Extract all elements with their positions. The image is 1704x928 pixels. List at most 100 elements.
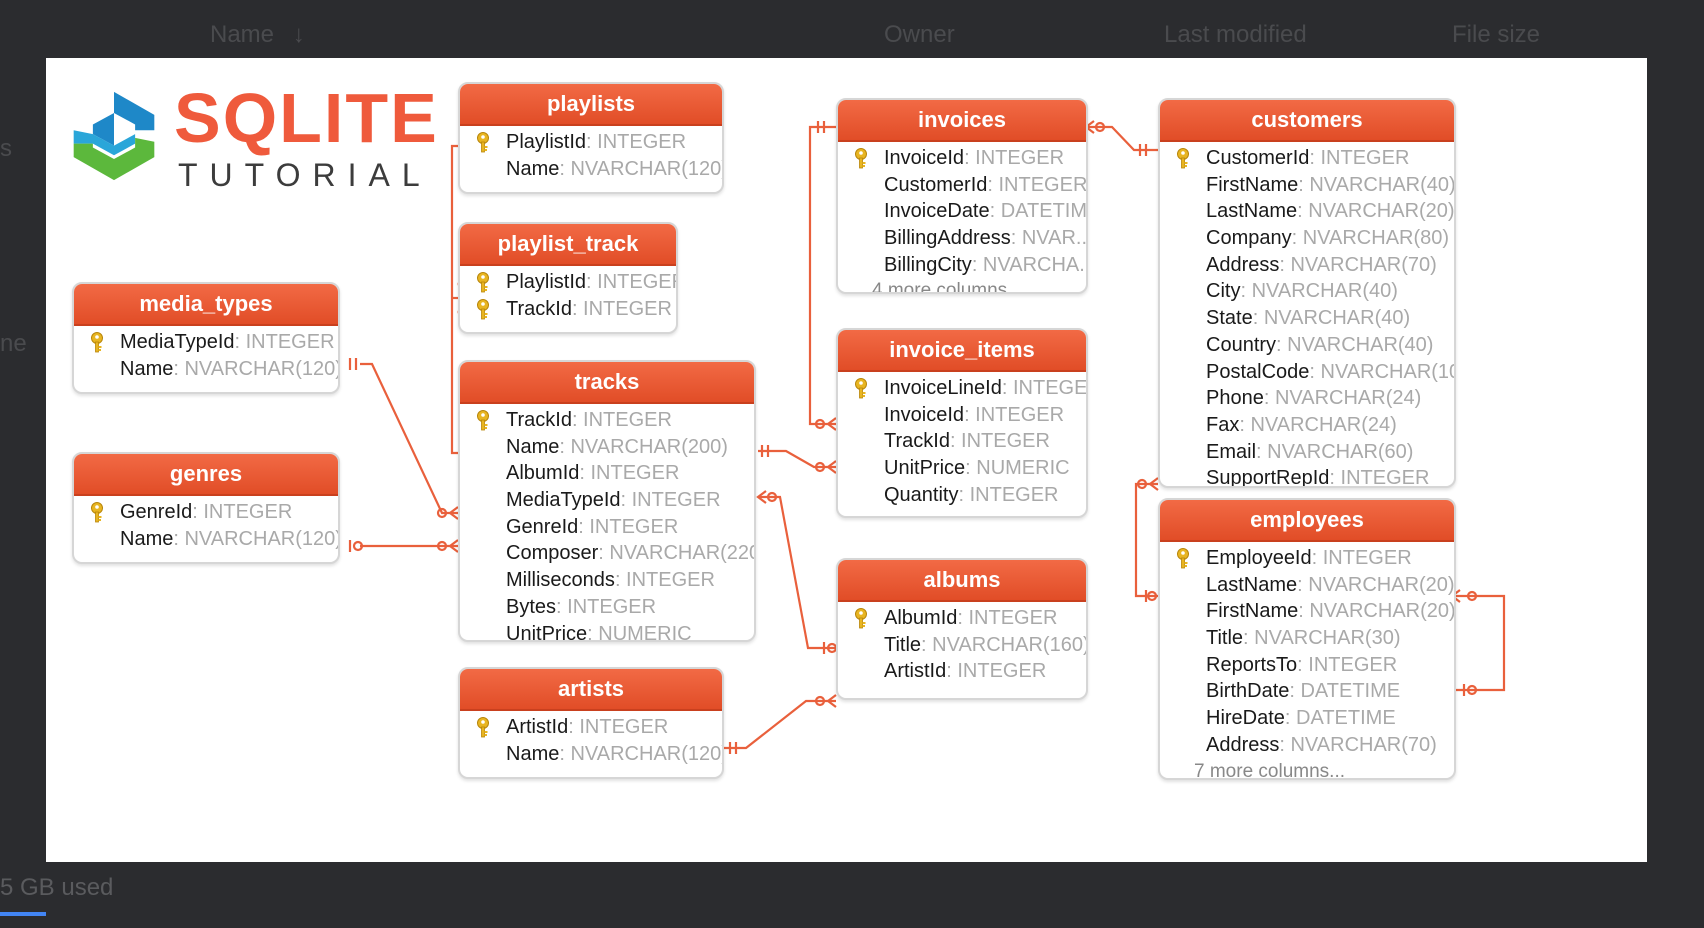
relation-line [1134, 482, 1158, 598]
primary-key-icon [855, 378, 867, 399]
column-name: InvoiceDate [884, 200, 990, 223]
column-row: ArtistId: INTEGER [838, 658, 1086, 685]
column-row: InvoiceDate: DATETIME [838, 198, 1086, 225]
column-name: BillingCity [884, 253, 972, 276]
more-columns-link[interactable]: 7 more columns... [1194, 760, 1345, 780]
column-last-modified-header[interactable]: Last modified [1164, 21, 1307, 48]
relation-line [1138, 144, 1148, 156]
column-row: FirstName: NVARCHAR(40) [1160, 172, 1454, 199]
column-type: : DATETIME [1284, 707, 1396, 730]
column-row: GenreId: INTEGER [74, 499, 338, 526]
column-name: GenreId [506, 515, 579, 538]
relation-line [1094, 121, 1106, 133]
column-type: : NVARCHAR(24) [1239, 413, 1397, 436]
table-title: invoice_items [838, 330, 1086, 372]
column-file-size-header[interactable]: File size [1452, 21, 1541, 48]
table-title: employees [1160, 500, 1454, 542]
column-type: : DATETIME [1289, 680, 1401, 703]
logo-subtitle: TUTORIAL [178, 157, 432, 193]
column-row: ReportsTo: INTEGER [1160, 652, 1454, 679]
column-row: Title: NVARCHAR(160) [838, 632, 1086, 659]
column-name-header[interactable]: Name ↓ [210, 21, 305, 48]
column-name: Milliseconds [506, 569, 615, 592]
column-name: PlaylistId [506, 271, 587, 293]
logo-title: SQLITE [174, 79, 439, 157]
column-name: Name [120, 357, 174, 380]
column-name: Phone [1206, 387, 1264, 410]
column-row: Milliseconds: INTEGER [460, 567, 754, 594]
file-list-header: Name ↓ Owner Last modified File size [0, 0, 1704, 70]
primary-key-icon [477, 410, 489, 431]
table-title: albums [838, 560, 1086, 602]
column-row: SupportRepId: INTEGER [1160, 465, 1454, 488]
column-name: InvoiceId [884, 403, 965, 426]
storage-used-label: 5 GB used [0, 874, 114, 901]
column-name: Composer [506, 542, 599, 565]
column-type: : INTEGER [620, 489, 721, 512]
column-row: EmployeeId: INTEGER [1160, 545, 1454, 572]
column-type: : NVARCHAR(120) [173, 357, 340, 380]
column-row: Company: NVARCHAR(80) [1160, 225, 1454, 252]
relation-line [814, 418, 826, 430]
more-columns-link[interactable]: 4 more columns... [872, 280, 1023, 294]
column-type: : INTEGER [586, 131, 687, 153]
column-type: : INTEGER [1311, 547, 1412, 569]
relation-line [816, 121, 826, 133]
column-type: : INTEGER [987, 173, 1088, 196]
column-type: : INTEGER [957, 607, 1058, 629]
column-name: Name [506, 742, 560, 765]
column-row: Name: NVARCHAR(120) [460, 156, 722, 183]
column-type: : INTEGER [556, 595, 657, 618]
column-list: CustomerId : INTEGER FirstName: NVARCHAR(4… [1160, 142, 1454, 488]
column-row: Name: NVARCHAR(120) [74, 526, 338, 553]
column-type: : NVAR... [1010, 227, 1088, 250]
column-name: GenreId [120, 501, 193, 523]
table-title: genres [74, 454, 338, 496]
column-name: CustomerId [1206, 147, 1310, 169]
column-type: : INTEGER [571, 297, 672, 320]
column-type: : NVARCHAR(120) [559, 742, 724, 765]
relation-line [760, 445, 770, 457]
column-owner-header[interactable]: Owner [884, 21, 955, 48]
arrow-down-icon: ↓ [292, 21, 305, 48]
column-type: : INTEGER [579, 462, 680, 485]
column-row: Address: NVARCHAR(70) [1160, 252, 1454, 279]
column-type: : NVARCHAR(220) [598, 542, 756, 565]
column-type: : INTEGER [578, 515, 679, 538]
relation-line [826, 417, 837, 431]
column-type: : NVARCHAR(20) [1298, 600, 1456, 623]
column-row: Title: NVARCHAR(30) [1160, 625, 1454, 652]
column-name: LastName [1206, 573, 1298, 596]
table-title: customers [1160, 100, 1454, 142]
column-name: ArtistId [506, 716, 569, 738]
primary-key-icon [91, 332, 103, 353]
column-row: BillingAddress: NVAR... [838, 225, 1086, 252]
primary-key-icon [91, 502, 103, 523]
column-row: Email: NVARCHAR(60) [1160, 439, 1454, 466]
column-type: : NVARCHAR(160) [921, 633, 1088, 656]
sqlite-tutorial-logo: SQLITE TUTORIAL [66, 80, 437, 192]
column-name: ArtistId [884, 660, 947, 683]
column-row: Country: NVARCHAR(40) [1160, 332, 1454, 359]
relation-line [826, 460, 837, 474]
storage-progress-bar [0, 912, 46, 916]
relation-line [1466, 590, 1478, 602]
column-type: : INTEGER [1297, 653, 1398, 676]
column-name: Name [506, 435, 560, 458]
column-row: Phone: NVARCHAR(24) [1160, 385, 1454, 412]
column-type: : INTEGER [1329, 467, 1430, 488]
